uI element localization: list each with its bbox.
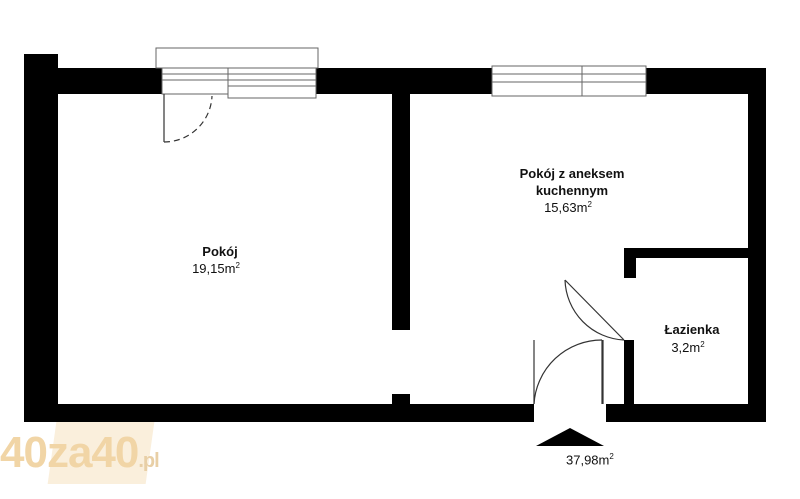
wall-left-top-cap — [24, 54, 50, 66]
wall-bath-top — [624, 248, 766, 258]
door-window-swing — [163, 94, 213, 143]
wall-bottom-2 — [606, 404, 766, 422]
wall-bath-left-lower — [624, 340, 634, 406]
wall-top-2 — [316, 68, 492, 94]
room-name-aneks-line2: kuchennym — [536, 183, 608, 198]
wall-top-3 — [646, 68, 766, 94]
room-name-aneks-line1: Pokój z aneksem — [520, 166, 625, 181]
site-logo: 40za40.pl — [0, 422, 190, 484]
wall-left — [24, 54, 58, 422]
window-right — [491, 65, 647, 97]
entrance-arrow-icon — [536, 428, 604, 446]
door-bathroom — [564, 279, 625, 404]
wall-partition-stub — [392, 394, 410, 406]
door-entrance — [533, 339, 603, 405]
walls — [24, 54, 766, 422]
total-area: 37,98m2 — [566, 452, 614, 468]
room-name-pokoj: Pokój — [202, 244, 237, 259]
wall-bath-left-upper — [624, 248, 636, 278]
logo-text: 40za40.pl — [0, 428, 160, 477]
window-left — [155, 47, 319, 99]
room-area-lazienka: 3,2m2 — [671, 340, 705, 355]
wall-partition-upper — [392, 94, 410, 330]
room-name-lazienka: Łazienka — [665, 322, 721, 337]
room-area-aneks: 15,63m2 — [544, 200, 592, 215]
wall-right — [748, 68, 766, 422]
room-area-pokoj: 19,15m2 — [192, 261, 240, 276]
wall-bottom-1 — [24, 404, 534, 422]
wall-top-1 — [50, 68, 162, 94]
